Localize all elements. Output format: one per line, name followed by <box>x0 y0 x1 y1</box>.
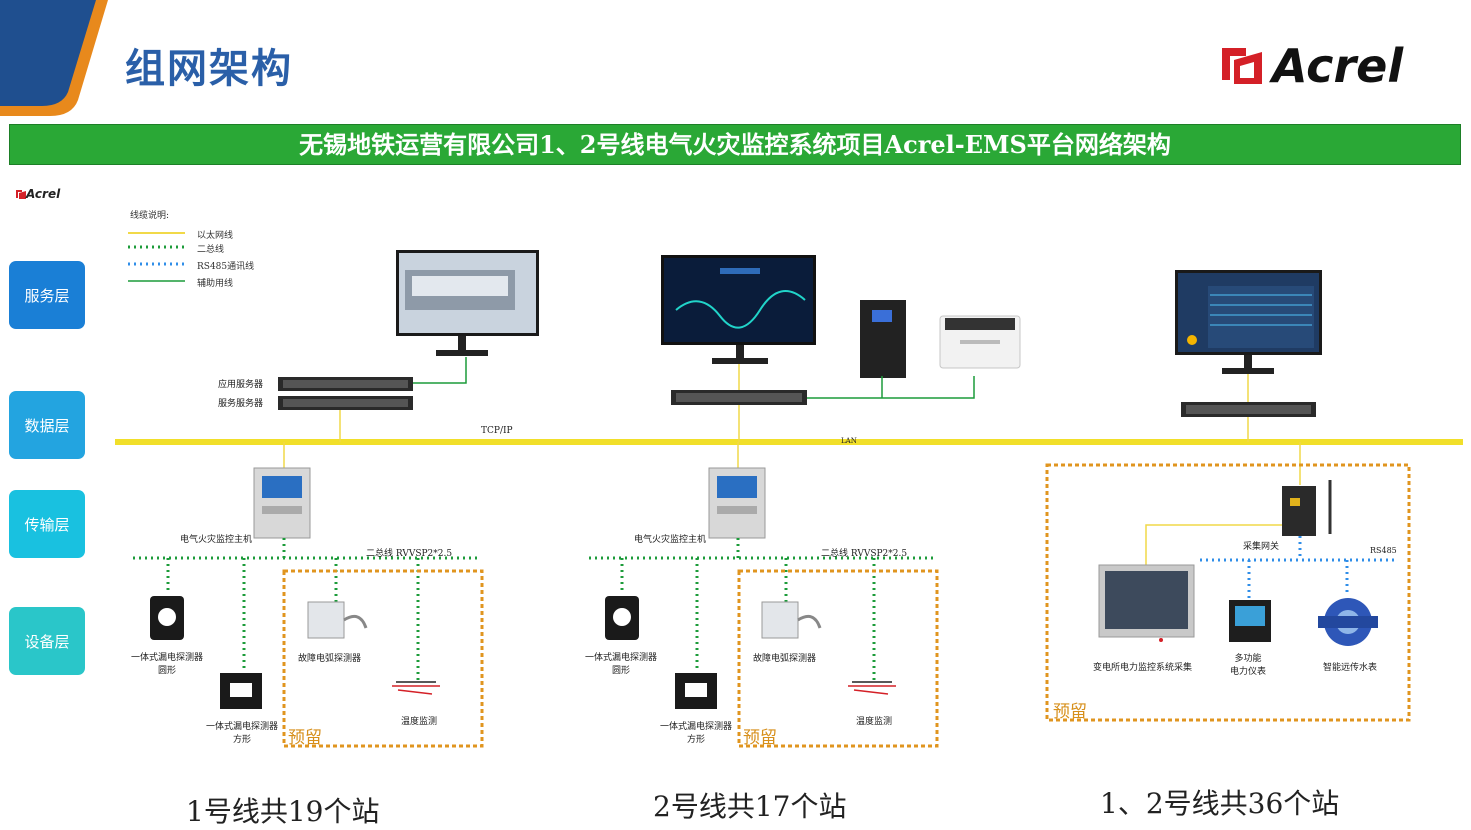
server-data <box>278 396 413 410</box>
meter-label-line2: 电力仪表 <box>1229 667 1266 677</box>
server-app <box>278 377 413 391</box>
layer-data: 数据层 <box>9 391 85 459</box>
round-detector-name: 一体式漏电探测器 <box>130 653 203 663</box>
round-detector-sub: 圆形 <box>157 666 176 676</box>
layer-label: 设备层 <box>24 632 70 651</box>
acrel-logo: Acrel <box>1220 40 1403 92</box>
meter-label: 多功能电力仪表 <box>1220 651 1276 677</box>
reserved-label-2: 预留 <box>743 728 777 748</box>
arc-detector-label-1: 故障电弧探测器 <box>298 654 362 664</box>
legend-ethernet: 以太网线 <box>197 231 234 241</box>
app-server-label: 应用服务器 <box>218 380 264 390</box>
water-meter-device <box>1318 598 1378 646</box>
layer-label: 传输层 <box>24 515 70 534</box>
monitor-2 <box>661 255 816 364</box>
fire-monitor-host-1 <box>253 467 311 539</box>
multifunction-meter-device <box>1229 600 1271 642</box>
leakage-detector-round-2 <box>605 596 639 640</box>
arc-detector-2 <box>761 601 822 639</box>
reserved-label-3: 预留 <box>1053 702 1087 722</box>
square-detector-sub: 方形 <box>232 735 251 745</box>
reserved-box-1 <box>282 569 484 748</box>
reserved-label-1: 预留 <box>288 728 322 748</box>
monitor-3 <box>1175 270 1322 374</box>
arc-detector-1 <box>307 601 368 639</box>
water-meter-label: 智能远传水表 <box>1323 663 1378 673</box>
leakage-detector-round-1 <box>150 596 184 640</box>
footer-line1: 1号线共19个站 <box>186 795 380 828</box>
square-detector-name: 一体式漏电探测器 <box>205 722 278 732</box>
bus-label-2: 二总线 RVVSP2*2.5 <box>821 549 908 559</box>
legend-title: 线缆说明: <box>130 211 170 221</box>
layer-transport: 传输层 <box>9 490 85 558</box>
square-detector-label-1: 一体式漏电探测器方形 <box>202 719 282 745</box>
meter-label-line1: 多功能 <box>1234 654 1262 664</box>
reserved-box-3 <box>1045 463 1411 722</box>
temp-label-1: 温度监测 <box>401 717 438 727</box>
monitor-panel-device <box>1098 564 1195 642</box>
temp-label-2: 温度监测 <box>856 717 893 727</box>
square-detector-sub: 方形 <box>686 735 705 745</box>
small-acrel-logo: Acrel <box>16 187 60 201</box>
printer-device <box>939 315 1021 369</box>
leakage-detector-square-2 <box>675 673 717 709</box>
reserved-box-2 <box>737 569 939 748</box>
rs485-label: RS485 <box>1370 546 1397 555</box>
tcp-ip-label: TCP/IP <box>481 426 513 436</box>
round-detector-label-2: 一体式漏电探测器圆形 <box>581 650 661 676</box>
footer-line12: 1、2号线共36个站 <box>1100 787 1340 820</box>
acrel-logo-icon <box>1222 48 1262 84</box>
diagram-banner: 无锡地铁运营有限公司1、2号线电气火灾监控系统项目Acrel-EMS平台网络架构 <box>9 124 1461 165</box>
gateway-label: 采集网关 <box>1243 542 1280 552</box>
round-detector-label-1: 一体式漏电探测器圆形 <box>127 650 207 676</box>
host-label-1: 电气火灾监控主机 <box>180 535 253 545</box>
small-logo-text: Acrel <box>26 187 61 201</box>
layer-service: 服务层 <box>9 261 85 329</box>
host-label-2: 电气火灾监控主机 <box>634 535 707 545</box>
panel-label: 变电所电力监控系统采集 <box>1093 663 1193 673</box>
monitor-1 <box>396 250 539 356</box>
round-detector-name: 一体式漏电探测器 <box>584 653 657 663</box>
temp-sensor-1 <box>392 681 440 695</box>
small-logo-icon <box>16 190 26 199</box>
legend-two-bus: 二总线 <box>197 245 225 255</box>
server-3 <box>1181 402 1316 417</box>
temp-sensor-2 <box>848 681 896 695</box>
bus-label-1: 二总线 RVVSP2*2.5 <box>366 549 453 559</box>
fire-monitor-host-2 <box>708 467 766 539</box>
ups-device <box>860 300 906 378</box>
lan-label: LAN <box>841 437 857 445</box>
legend-aux: 辅助用线 <box>197 279 234 289</box>
legend-rs485: RS485通讯线 <box>197 262 255 272</box>
round-detector-sub: 圆形 <box>611 666 630 676</box>
gateway-device <box>1282 480 1332 536</box>
layer-device: 设备层 <box>9 607 85 675</box>
leakage-detector-square-1 <box>220 673 262 709</box>
footer-line2: 2号线共17个站 <box>653 790 847 823</box>
page-title: 组网架构 <box>125 46 293 92</box>
server-2 <box>671 390 807 405</box>
square-detector-label-2: 一体式漏电探测器方形 <box>656 719 736 745</box>
square-detector-name: 一体式漏电探测器 <box>659 722 732 732</box>
layer-label: 数据层 <box>24 416 70 435</box>
arc-detector-label-2: 故障电弧探测器 <box>753 654 817 664</box>
layer-label: 服务层 <box>24 286 70 305</box>
logo-text: Acrel <box>1272 39 1404 93</box>
corner-decoration <box>0 0 108 116</box>
data-server-label: 服务服务器 <box>218 399 264 409</box>
